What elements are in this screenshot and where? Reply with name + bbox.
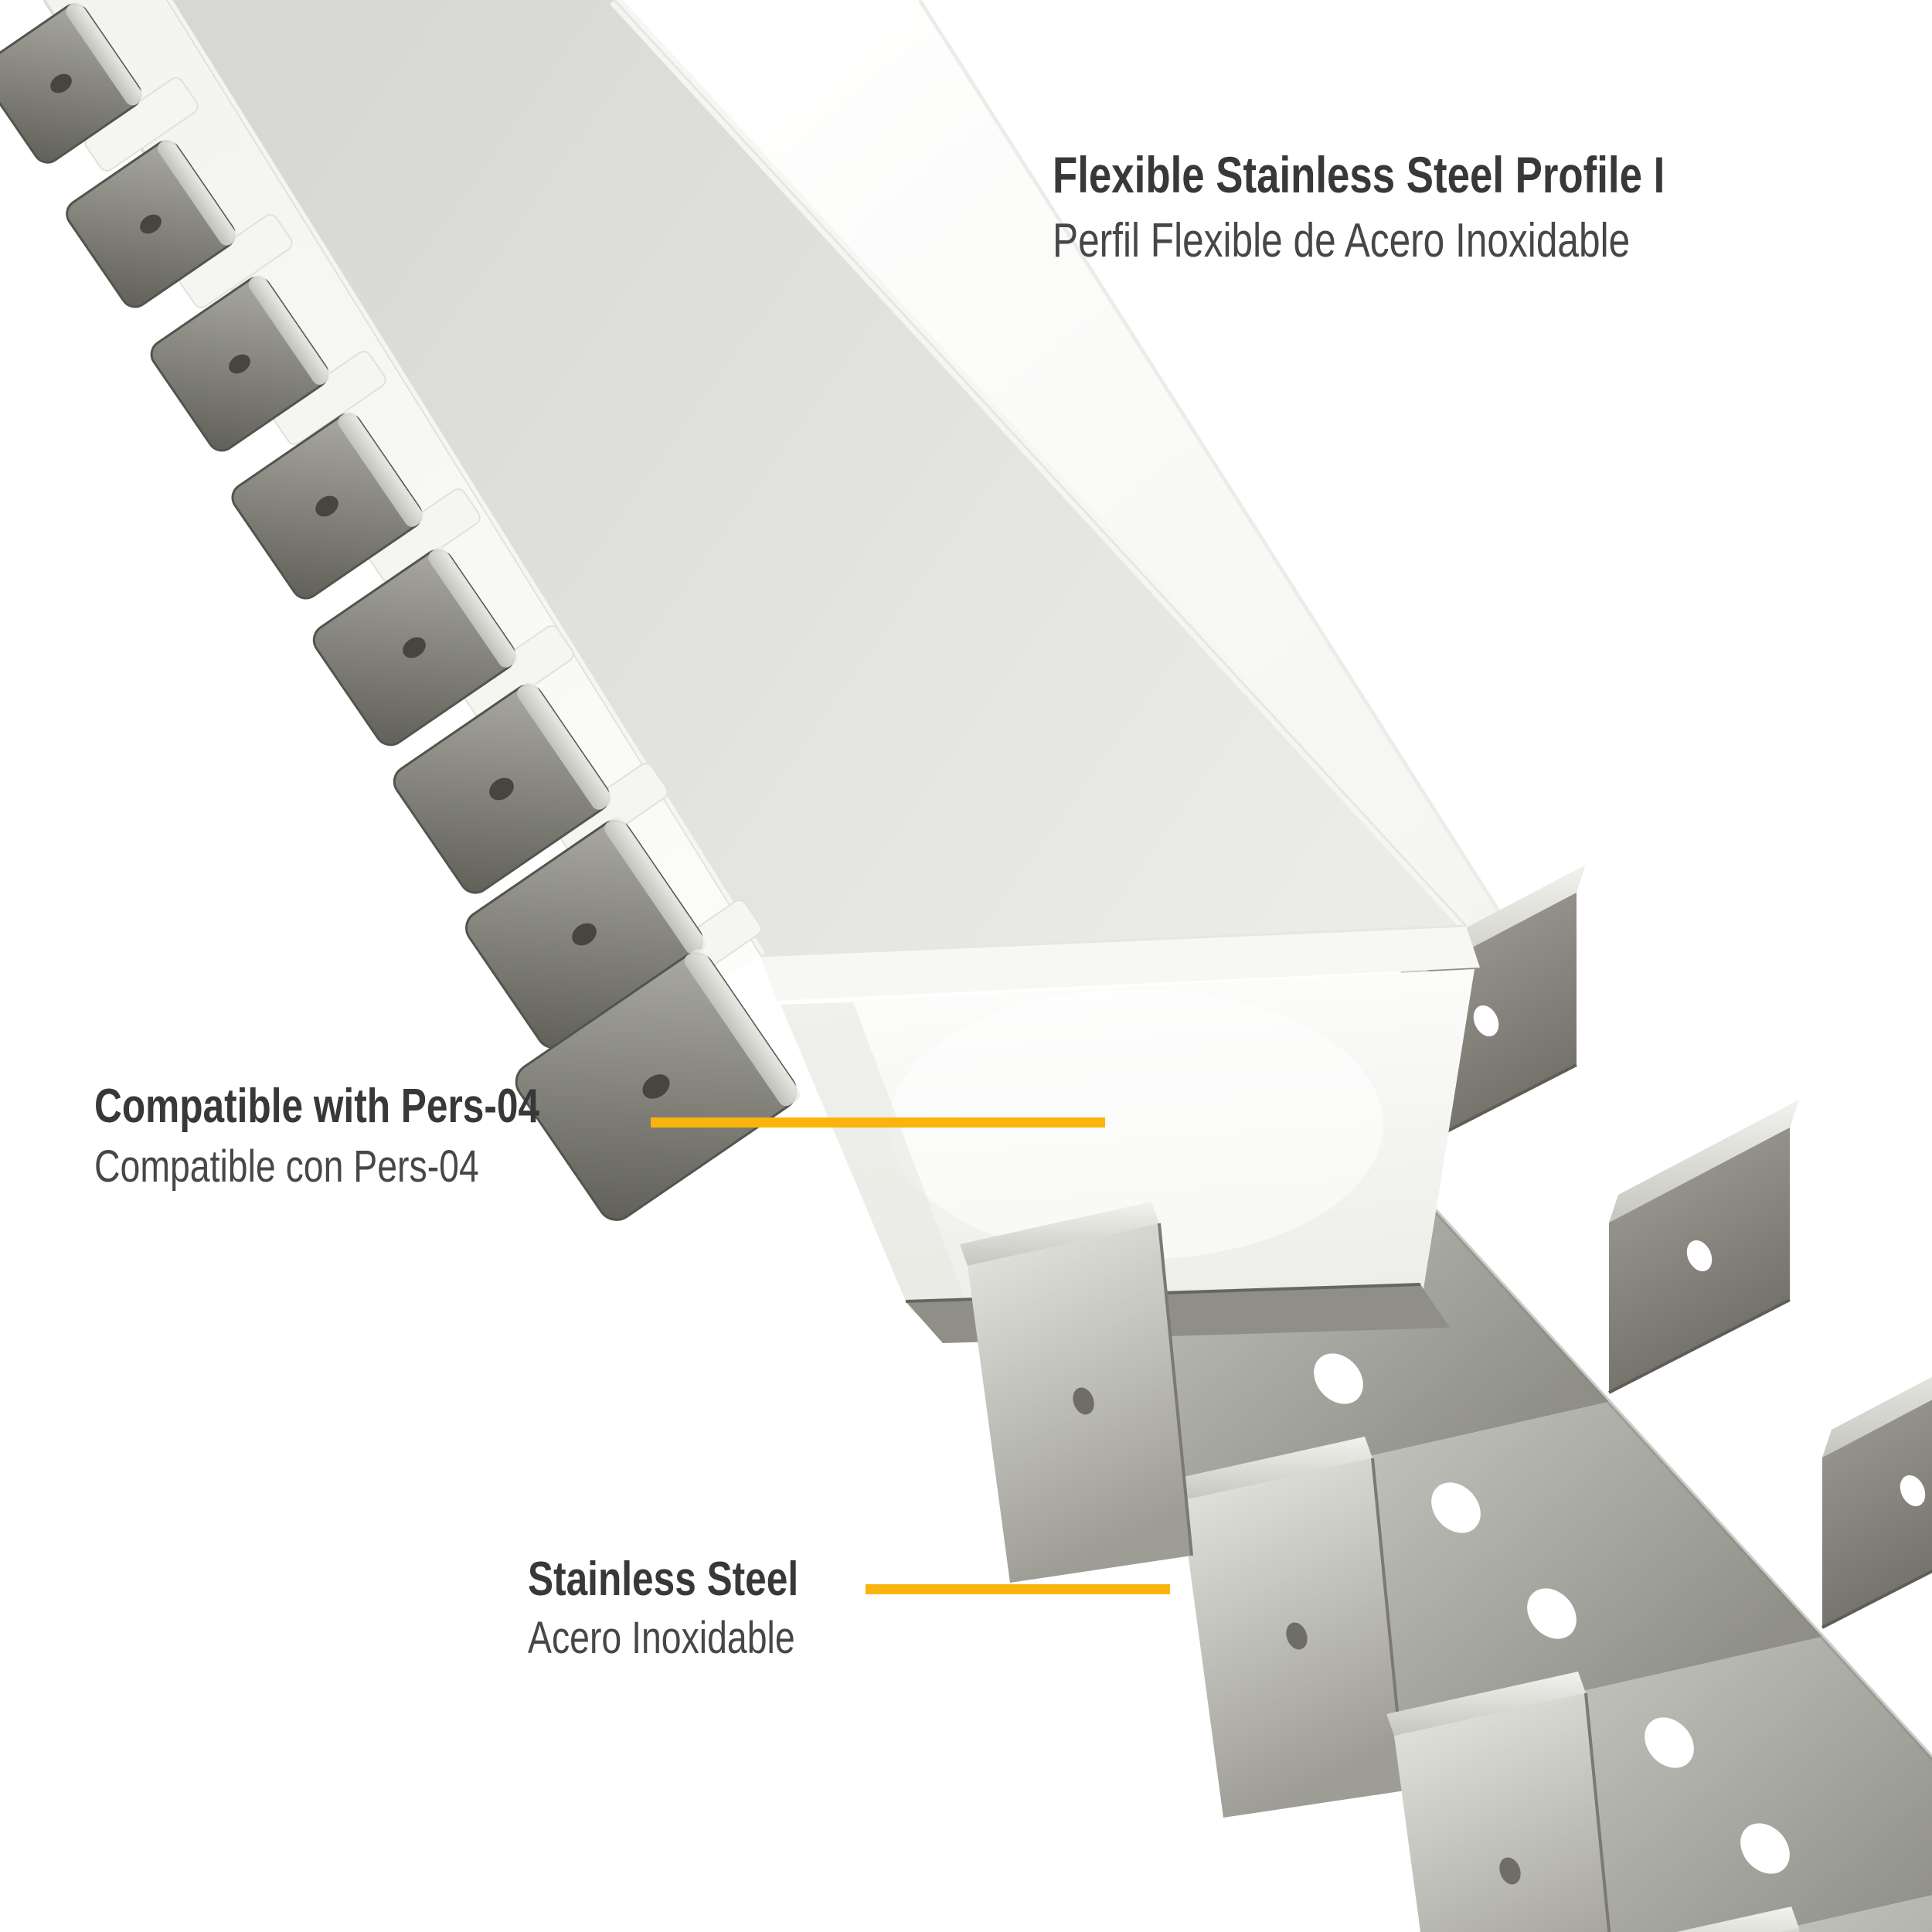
front-mounting-bracket xyxy=(960,1202,1193,1583)
product-title-es: Perfil Flexible de Acero Inoxidable xyxy=(1053,214,1631,267)
led-profile-with-diffuser xyxy=(0,0,1529,1221)
leader-line-pers04 xyxy=(651,1117,1105,1128)
callout-steel-en: Stainless Steel xyxy=(528,1553,799,1606)
callout-pers04-en: Compatible with Pers-04 xyxy=(94,1080,540,1133)
opal-diffuser-face xyxy=(166,0,1466,956)
callout-steel-es: Acero Inoxidable xyxy=(528,1613,795,1663)
mounting-clips xyxy=(0,0,801,1221)
leader-line-steel xyxy=(866,1584,1170,1594)
profile-outer-wall xyxy=(614,0,1526,954)
product-title-en: Flexible Stainless Steel Profile I xyxy=(1053,146,1665,203)
callout-pers04-es: Compatible con Pers-04 xyxy=(94,1141,479,1192)
diffuser-end-cap xyxy=(760,924,1480,1343)
